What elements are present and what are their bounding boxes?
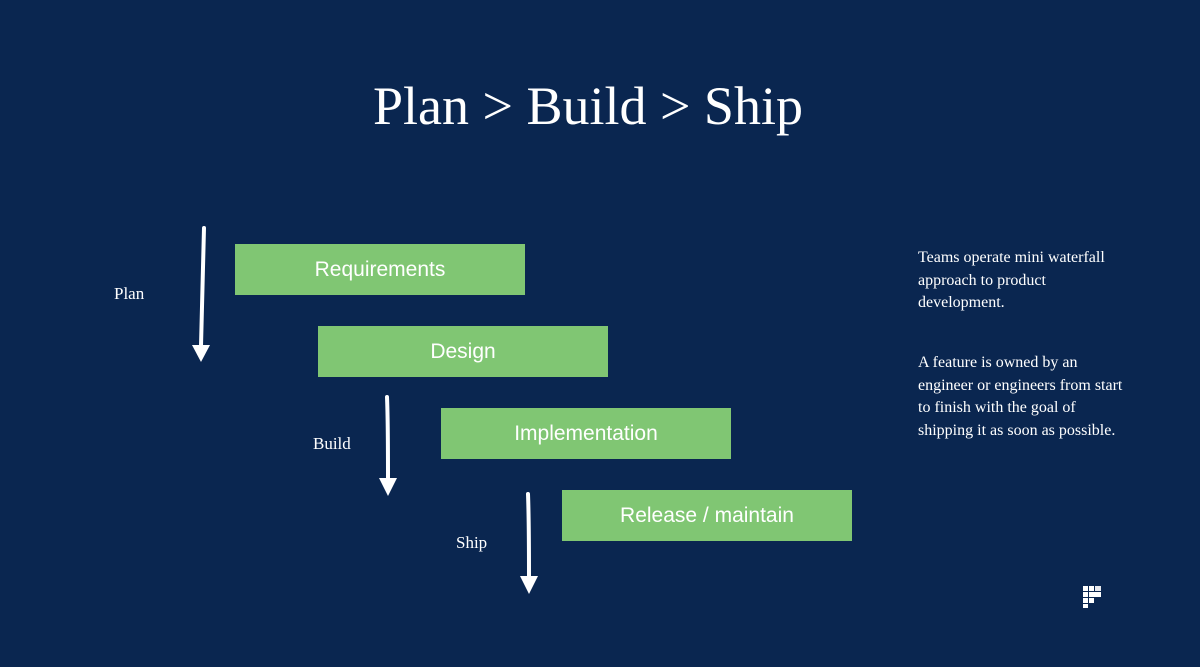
down-arrow-icon [520, 492, 538, 594]
down-arrow-icon [192, 226, 210, 362]
stage-label-plan: Plan [114, 284, 145, 303]
stage-label-ship: Ship [456, 533, 488, 552]
slide-title: Plan > Build > Ship [373, 76, 803, 136]
phase-bar-implementation: Implementation [441, 408, 731, 459]
phase-bar-design: Design [318, 326, 608, 377]
phase-bar-release: Release / maintain [562, 490, 852, 541]
down-arrow-icon [379, 395, 397, 496]
brand-logo-icon [1083, 586, 1101, 608]
note-paragraph-2: A feature is owned by an engineer or eng… [918, 354, 1123, 439]
stage-label-build: Build [313, 434, 351, 453]
phase-bar-requirements: Requirements [235, 244, 525, 295]
note-paragraph-1: Teams operate mini waterfall approach to… [918, 249, 1105, 311]
